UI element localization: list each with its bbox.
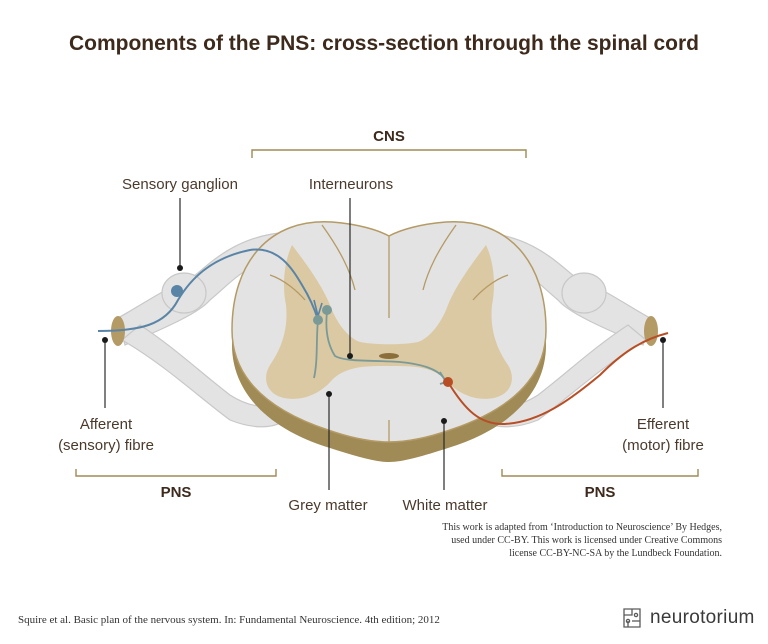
afferent-fibre	[97, 248, 319, 332]
credit-line-2: used under CC-BY. This work is licensed …	[451, 535, 722, 546]
source-citation: Squire et al. Basic plan of the nervous …	[18, 614, 440, 626]
leader-lines	[104, 198, 664, 490]
cns-label: CNS	[373, 128, 405, 145]
efferent-fibre	[447, 332, 669, 426]
pns-left-bracket	[75, 469, 277, 477]
grey-matter-label: Grey matter	[288, 497, 367, 514]
leader-dots	[102, 265, 666, 424]
diagram-title: Components of the PNS: cross-section thr…	[68, 32, 700, 55]
pns-left-label: PNS	[161, 484, 192, 501]
motor-neuron-cell-body	[443, 377, 453, 387]
white-matter-folds	[269, 224, 509, 442]
central-canal	[379, 353, 399, 359]
efferent-label-line2: (motor) fibre	[622, 437, 704, 454]
efferent-label-line1: Efferent	[637, 416, 690, 433]
pns-right-bracket	[501, 469, 699, 477]
grey-matter-region	[266, 245, 512, 399]
white-matter-label: White matter	[402, 497, 487, 514]
afferent-label-line2: (sensory) fibre	[58, 437, 154, 454]
interneuron-cell-2	[313, 315, 323, 325]
credit-line-3: license CC-BY-NC-SA by the Lundbeck Foun…	[509, 548, 722, 559]
credit-line-1: This work is adapted from ‘Introduction …	[442, 522, 722, 533]
neurotorium-logo-icon	[623, 608, 641, 628]
cns-bracket	[251, 149, 527, 158]
right-nerve-end	[644, 316, 658, 346]
interneuron-cell-1	[322, 305, 332, 315]
sensory-ganglion-label: Sensory ganglion	[122, 176, 238, 193]
interneurons-label: Interneurons	[309, 176, 393, 193]
brand-name: neurotorium	[650, 607, 755, 628]
brand-logo: neurotorium	[620, 604, 755, 632]
afferent-label-line1: Afferent	[80, 416, 133, 433]
pns-right-label: PNS	[585, 484, 616, 501]
ganglion-cell-body	[171, 285, 183, 297]
license-credit: This work is adapted from ‘Introduction …	[392, 521, 722, 560]
